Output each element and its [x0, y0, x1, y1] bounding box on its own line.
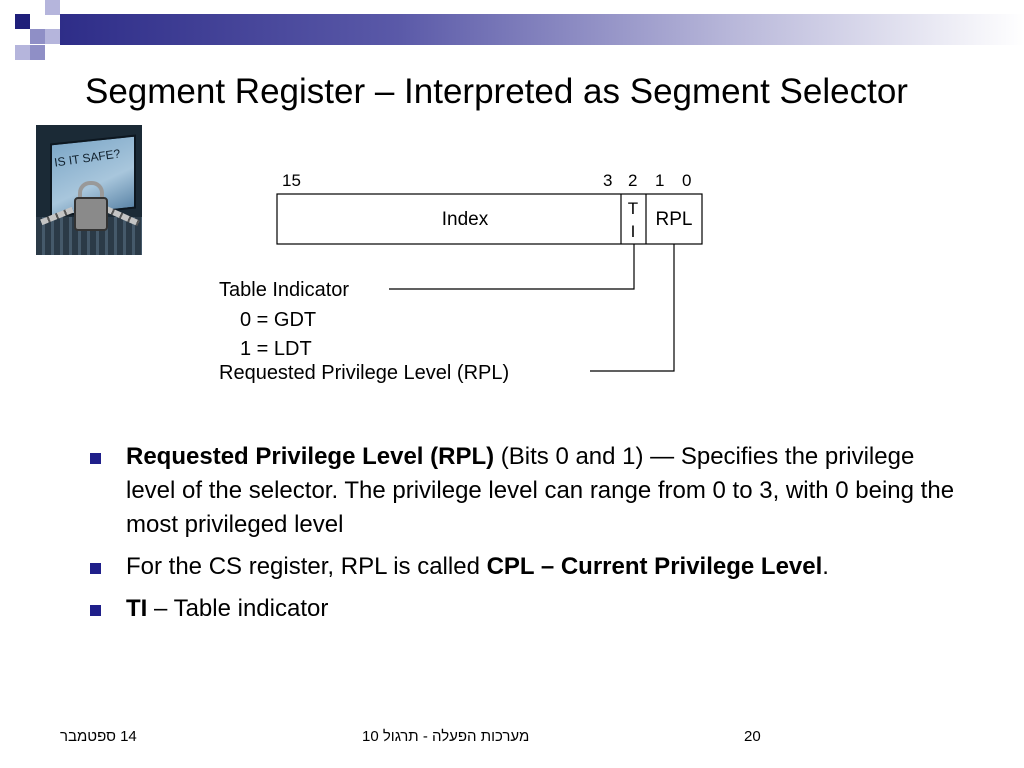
banner-square: [15, 45, 30, 60]
rpl-leader-line: [590, 244, 675, 372]
selector-box: [276, 193, 703, 245]
bullet-text: – Table indicator: [147, 595, 329, 622]
slide-title: Segment Register – Interpreted as Segmen…: [85, 72, 908, 111]
bullet-square-icon: [90, 605, 101, 616]
bit-label-3: 3: [603, 171, 612, 190]
bullet-bold-text: Requested Privilege Level (RPL): [126, 443, 495, 470]
ti-field-letter-t: T: [628, 199, 638, 218]
ti-field-letter-i: I: [631, 222, 636, 241]
bullet-text-after: .: [822, 553, 829, 580]
ti-option-gdt: 0 = GDT: [240, 309, 316, 331]
banner-square: [45, 0, 60, 15]
bullet-item: TI – Table indicator: [90, 592, 960, 626]
bullet-text: (Bits 0 and 1) — Specifies the privilege…: [126, 443, 955, 538]
bit-label-2: 2: [628, 171, 637, 190]
rpl-field: RPL: [656, 209, 693, 230]
bullet-bold-text: CPL – Current Privilege Level: [486, 553, 823, 580]
banner-square: [15, 14, 30, 29]
index-field: Index: [442, 209, 489, 230]
bullet-bold-text: TI: [126, 595, 148, 622]
title-banner: [0, 0, 1024, 60]
banner-square: [30, 45, 45, 60]
padlock-shackle: [78, 181, 104, 205]
bullet-list: Requested Privilege Level (RPL) (Bits 0 …: [90, 440, 960, 634]
rpl-label: Requested Privilege Level (RPL): [219, 362, 509, 384]
footer-date: 14 ספטמבר: [60, 728, 137, 745]
bullet-item: For the CS register, RPL is called CPL –…: [90, 550, 960, 584]
bullet-text: For the CS register, RPL is called: [126, 553, 487, 580]
bullet-item: Requested Privilege Level (RPL) (Bits 0 …: [90, 440, 960, 542]
table-indicator-label: Table Indicator: [219, 279, 349, 301]
ti-option-ldt: 1 = LDT: [240, 338, 312, 360]
footer-page-number: 20: [744, 728, 761, 745]
bullet-square-icon: [90, 453, 101, 464]
banner-gradient: [60, 14, 1024, 45]
laptop-padlock-image: IS IT SAFE?: [36, 125, 142, 255]
footer-course: מערכות הפעלה - תרגול 10: [362, 728, 530, 745]
ti-leader-line: [389, 244, 635, 290]
bullet-square-icon: [90, 563, 101, 574]
bit-label-0: 0: [682, 171, 691, 190]
banner-square: [30, 29, 45, 44]
banner-square: [45, 29, 60, 44]
bit-label-1: 1: [655, 171, 664, 190]
bit-label-15: 15: [282, 171, 301, 190]
padlock-icon: [74, 197, 108, 231]
